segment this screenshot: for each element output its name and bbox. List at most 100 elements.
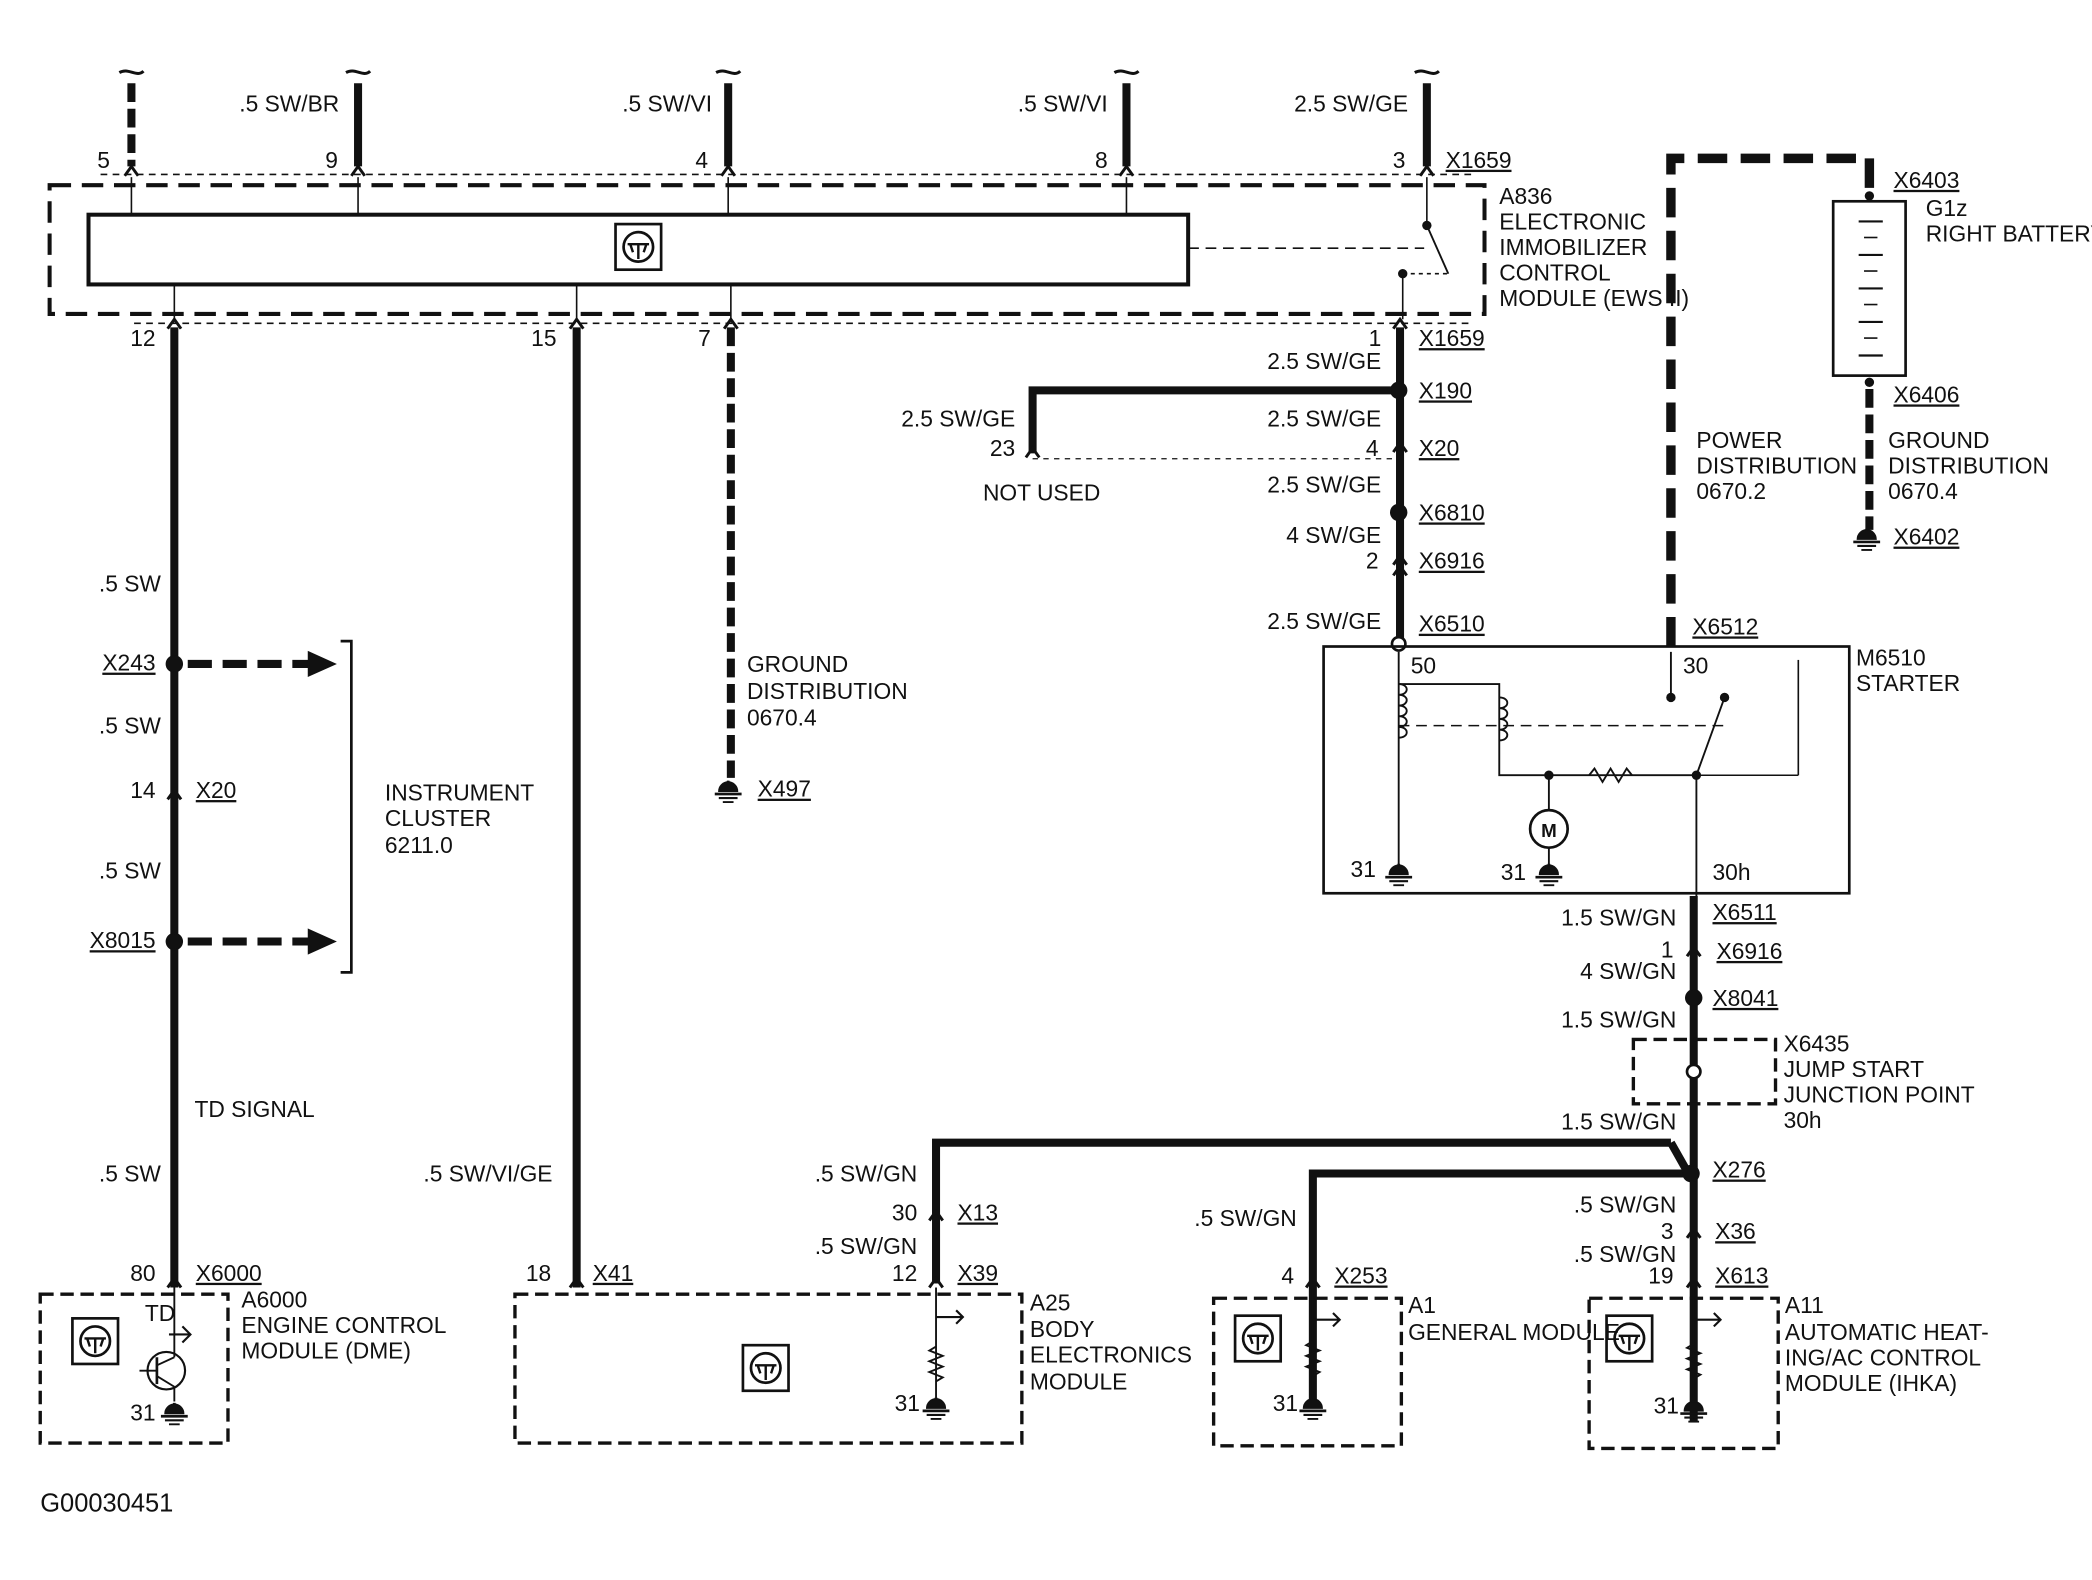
jump-start-box [1631,1037,1778,1106]
connector-label: X6512 [1692,613,1758,639]
ews-module-boundary [47,183,1487,316]
reference-line: GROUND [1888,427,1989,453]
signal-label: TD SIGNAL [194,1096,314,1122]
module-id: A1 [1408,1292,1436,1318]
module-name-line: ENGINE CONTROL [241,1312,446,1338]
module-name-line: ELECTRONICS [1030,1342,1192,1368]
terminal-label: 50 [1411,652,1436,678]
wire-label: .5 SW/GN [1574,1241,1677,1267]
annotation: NOT USED [983,479,1100,505]
pin-label: 12 [130,325,155,351]
pin-label: 23 [990,435,1015,461]
module-id: A25 [1030,1289,1071,1315]
module-name-line: MODULE [1030,1368,1127,1394]
terminal-label: 31 [895,1390,920,1416]
wire-label: 2.5 SW/GE [901,406,1015,432]
connector-label: X1659 [1419,325,1485,351]
module-name-line: IMMOBILIZER [1499,234,1647,260]
wire-label: .5 SW/VI [1018,90,1108,116]
reference-line: 0670.4 [747,705,817,731]
wire-label: 2.5 SW/GE [1294,90,1408,116]
pin-label: 4 [1366,435,1379,461]
module-name-line: MODULE (EWS II) [1499,285,1689,311]
figure-id: G00030451 [40,1489,173,1517]
wire-label: .5 SW/GN [1574,1191,1677,1217]
component-id: G1z [1926,195,1968,221]
module-id: A11 [1785,1292,1824,1318]
wire-label: 2.5 SW/GE [1267,406,1381,432]
terminal-label: 31 [1501,859,1526,885]
connector-label: X6916 [1419,548,1485,574]
component-name: STARTER [1856,670,1960,696]
wire-label: 1.5 SW/GN [1561,904,1676,930]
wire-label: 1.5 SW/GN [1561,1108,1676,1134]
pin-label: 14 [130,777,155,803]
wiring [38,69,1907,1451]
terminal-label: 31 [130,1399,155,1425]
pin-label: 3 [1661,1218,1674,1244]
wire-label: .5 SW/VI/GE [423,1161,552,1187]
general-module-boundary [1211,1296,1404,1448]
pin-label: 4 [1281,1262,1294,1288]
module-name-line: ELECTRONIC [1499,208,1646,234]
pin-label: 19 [1648,1262,1673,1288]
reference-line: DISTRIBUTION [1696,453,1857,479]
connector-label: X8015 [90,927,156,953]
wire-x13 [932,1138,1671,1284]
terminal-label: 31 [1351,856,1376,882]
module-name: GENERAL MODULE [1408,1319,1620,1345]
pin-label: 18 [526,1260,551,1286]
instrument-cluster-brace [340,639,353,974]
connector-label: X253 [1334,1262,1387,1288]
connector-label: X36 [1715,1218,1756,1244]
pin-label: 1 [1369,325,1382,351]
connector-label: X20 [1419,435,1460,461]
reference-line: DISTRIBUTION [747,678,908,704]
connector-label: X39 [957,1260,998,1286]
pin-label: 8 [1095,147,1108,173]
terminal-label: 30 [1683,652,1708,678]
reference-line: 6211.0 [385,832,453,858]
wire-label: 1.5 SW/GN [1561,1006,1676,1032]
component-id: M6510 [1856,644,1926,670]
connector-label: X13 [957,1199,998,1225]
connector-label: X6511 [1712,899,1776,925]
wire-label: .5 SW [99,858,162,884]
pin-label: 12 [892,1260,917,1286]
wire-x190-branch [1028,386,1392,454]
reference-line: 0670.2 [1696,478,1766,504]
pin-label: 15 [531,325,556,351]
pin-label: 30 [892,1199,917,1225]
wire-label: 4 SW/GN [1580,958,1676,984]
component-name-line: JUMP START [1784,1056,1925,1082]
wire-label: 4 SW/GE [1286,522,1381,548]
body-electronics-boundary [513,1292,1024,1445]
wire-label: .5 SW [99,571,162,597]
terminal-label: 31 [1273,1390,1298,1416]
starter-box [1322,645,1851,895]
wire-label: .5 SW/BR [239,90,339,116]
reference-line: POWER [1696,427,1782,453]
connector-label: X243 [102,650,155,676]
reference-line: INSTRUMENT [385,780,534,806]
connector-label: X6510 [1419,611,1485,637]
connector-label: X1659 [1446,147,1512,173]
connector-label: X8041 [1712,985,1778,1011]
module-name-line: CONTROL [1499,259,1610,285]
module-name-line: BODY [1030,1316,1095,1342]
connector-label: X6000 [196,1260,262,1286]
reference-line: GROUND [747,651,848,677]
module-id: A6000 [241,1287,307,1313]
wire-label: .5 SW [99,713,162,739]
pin-label: 7 [698,325,711,351]
terminal-label: 31 [1654,1393,1679,1419]
connector-label: X276 [1712,1157,1765,1183]
component-name-line: 30h [1784,1107,1822,1133]
wire-power-distribution [1666,153,1875,647]
labels: 5 9 4 8 3 .5 SW/BR .5 SW/VI .5 SW/VI 2.5… [40,90,2092,1517]
connector-label: X6916 [1717,938,1783,964]
wire-label: 2.5 SW/GE [1267,608,1381,634]
connector-label: X41 [593,1260,634,1286]
component-name-line: JUNCTION POINT [1784,1081,1975,1107]
